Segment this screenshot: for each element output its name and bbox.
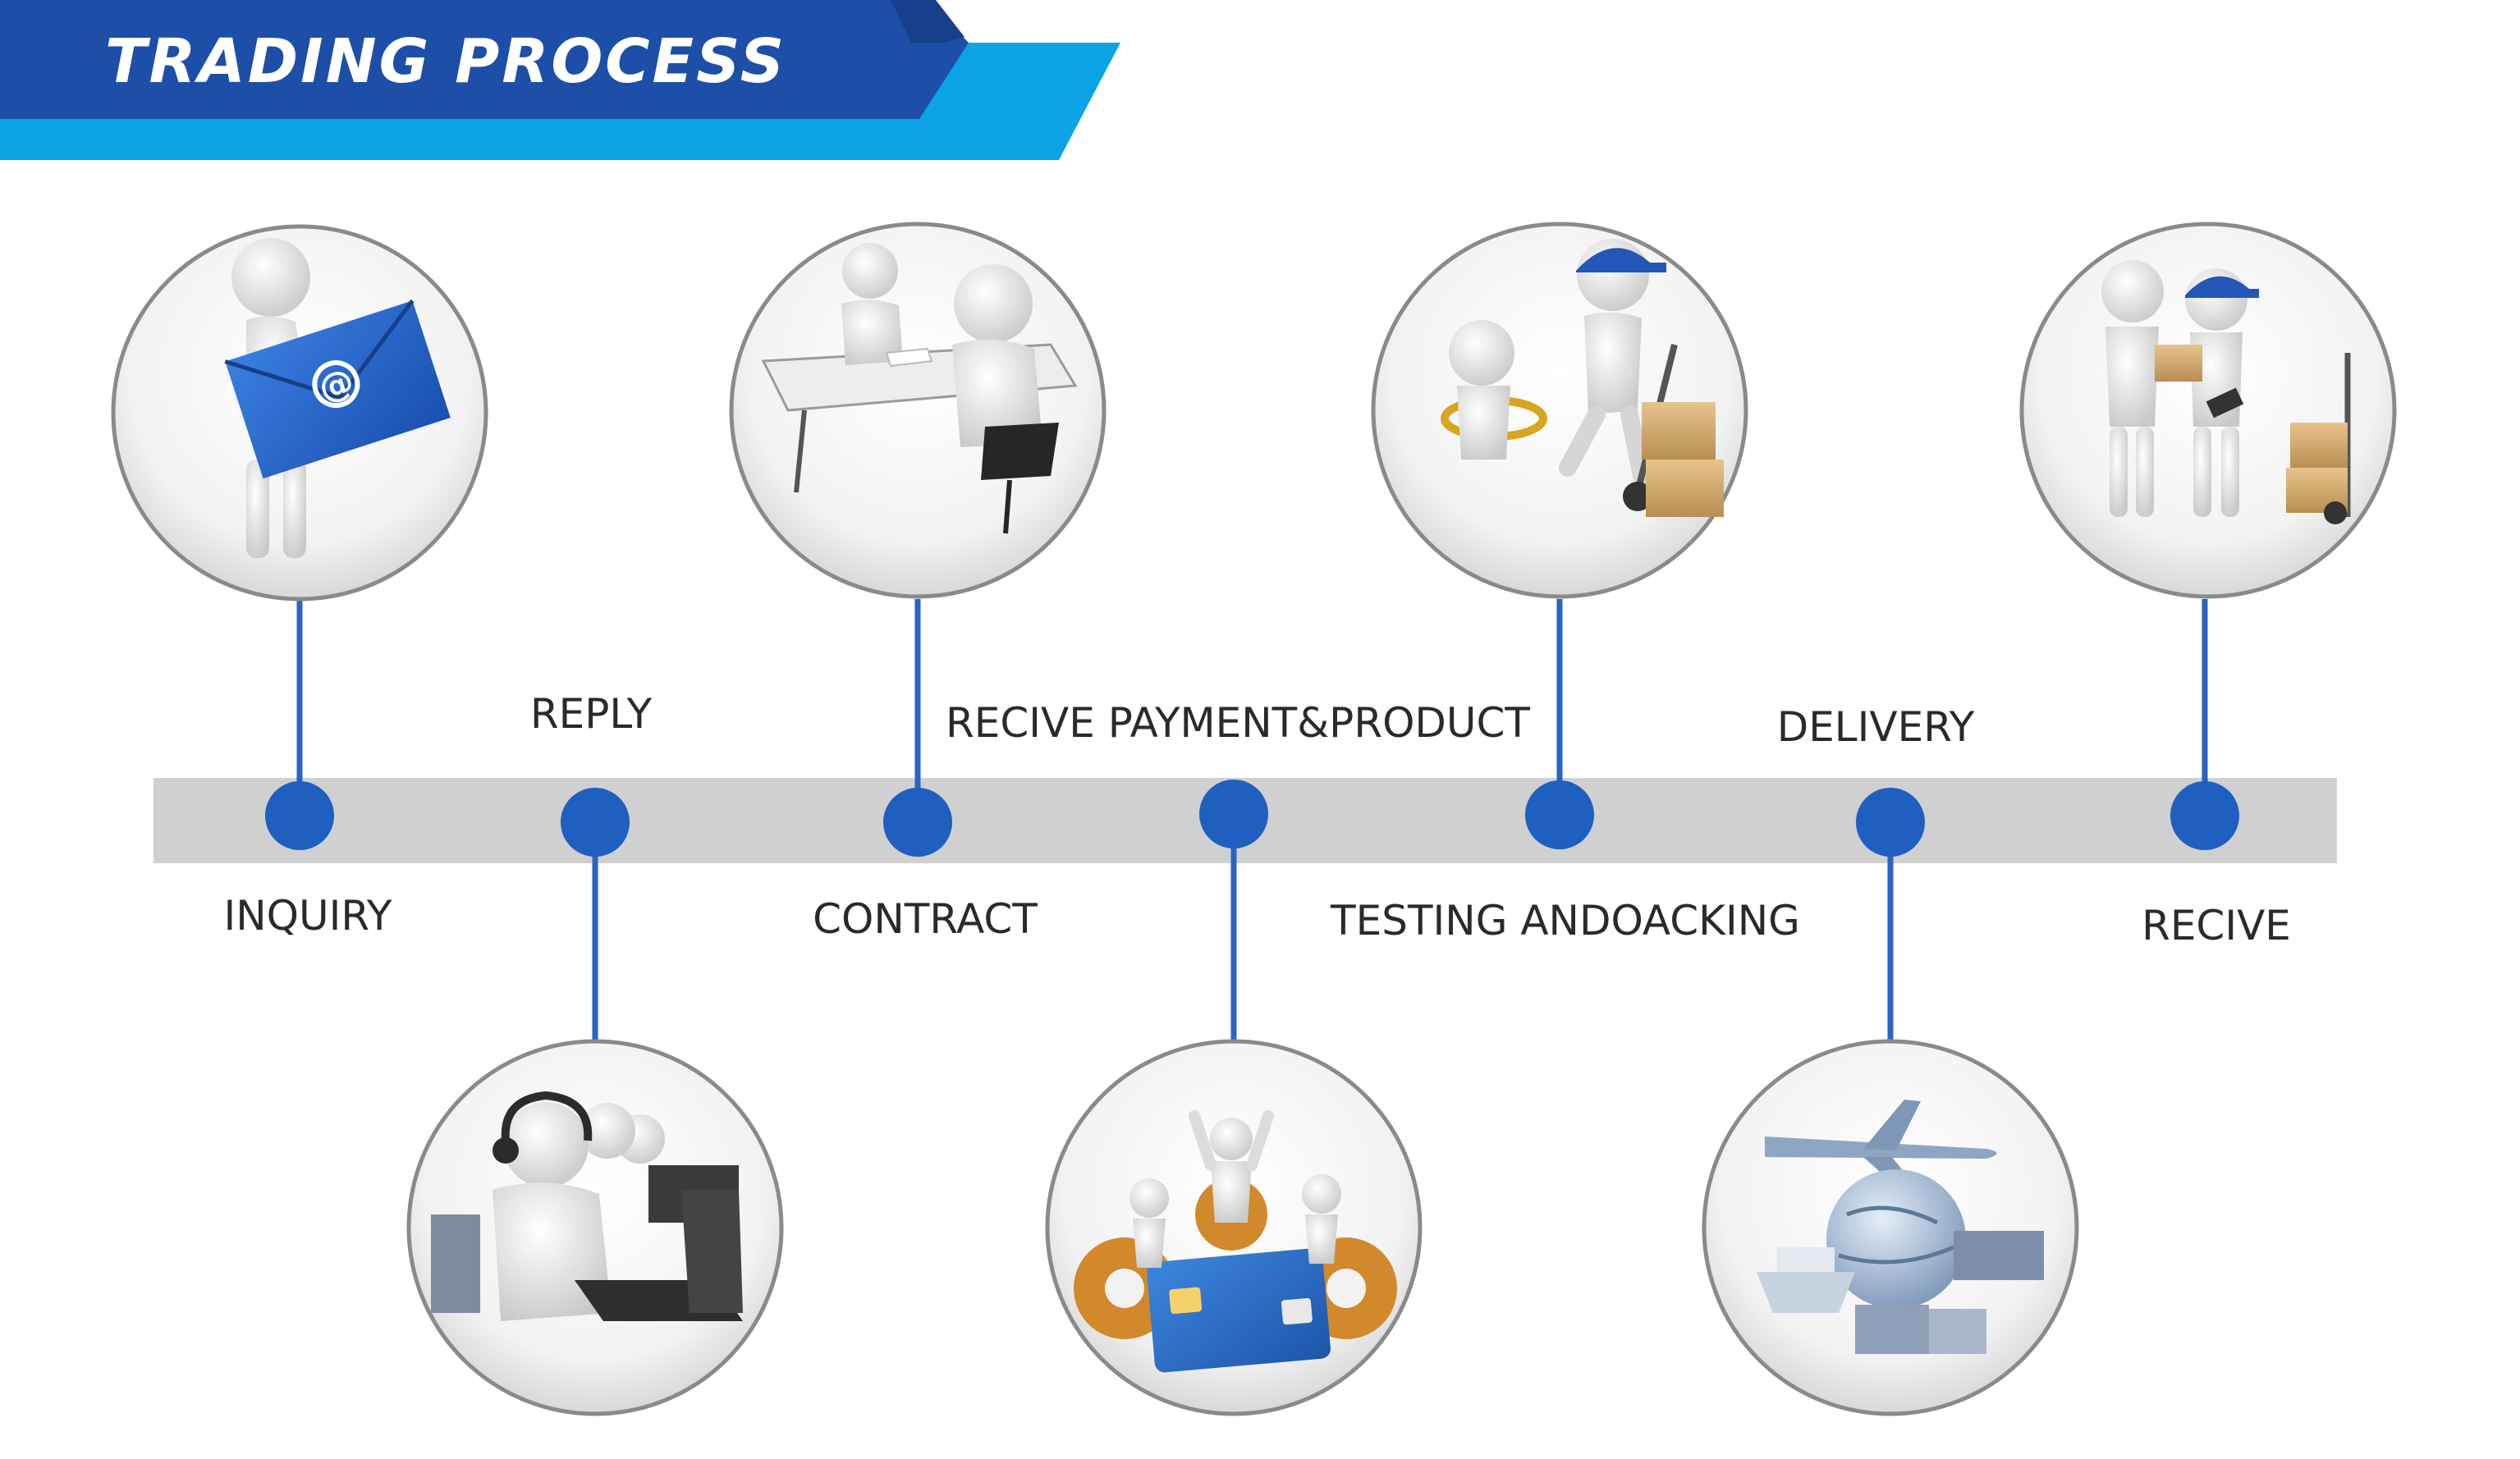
freight-transport-icon: [1757, 1100, 2044, 1354]
image-circle: [1371, 222, 1748, 599]
image-circle: [2019, 222, 2397, 599]
timeline-dot: [883, 788, 952, 857]
timeline-dot: [561, 788, 630, 857]
step-receive: RECIVE: [2019, 222, 2397, 949]
step-reply: REPLY: [406, 690, 784, 1416]
step-delivery: DELIVERY: [1702, 703, 2079, 1416]
timeline-dot: [1199, 780, 1268, 848]
header-banner: TRADING PROCESS: [0, 0, 1120, 160]
step-label: TESTING ANDOACKING: [1330, 897, 1800, 944]
timeline-dot: [265, 781, 334, 850]
payment-card-icon: [1074, 1110, 1397, 1373]
image-circle: @: [111, 224, 488, 601]
step-label: RECIVE: [2142, 902, 2291, 949]
timeline-dot: [1525, 780, 1594, 849]
image-circle: [729, 222, 1107, 599]
step-label: REPLY: [530, 690, 653, 738]
header-mid-accent: [891, 0, 964, 43]
page-title: TRADING PROCESS: [105, 26, 786, 97]
image-circle: [1702, 1039, 2079, 1416]
call-center-icon: [431, 1091, 743, 1321]
step-label: RECIVE PAYMENT&PRODUCT: [946, 699, 1530, 747]
image-circle: [1045, 1039, 1423, 1416]
timeline-dot: [1856, 788, 1925, 857]
timeline-dot: [2170, 781, 2239, 850]
step-label: DELIVERY: [1777, 703, 1975, 751]
step-label: CONTRACT: [813, 895, 1038, 943]
step-label: INQUIRY: [224, 892, 392, 940]
email-envelope-icon: @: [224, 238, 451, 558]
step-contract: CONTRACT: [729, 222, 1107, 943]
image-circle: [406, 1039, 784, 1416]
package-handover-icon: [2101, 260, 2351, 524]
contract-signing-icon: [761, 243, 1078, 534]
step-testing: TESTING ANDOACKING: [1330, 222, 1800, 944]
step-payment: RECIVE PAYMENT&PRODUCT: [946, 699, 1530, 1416]
inspection-packing-icon: [1441, 239, 1724, 517]
step-inquiry: INQUIRY @: [111, 224, 488, 940]
header-dark-blue-shape: [0, 0, 969, 119]
